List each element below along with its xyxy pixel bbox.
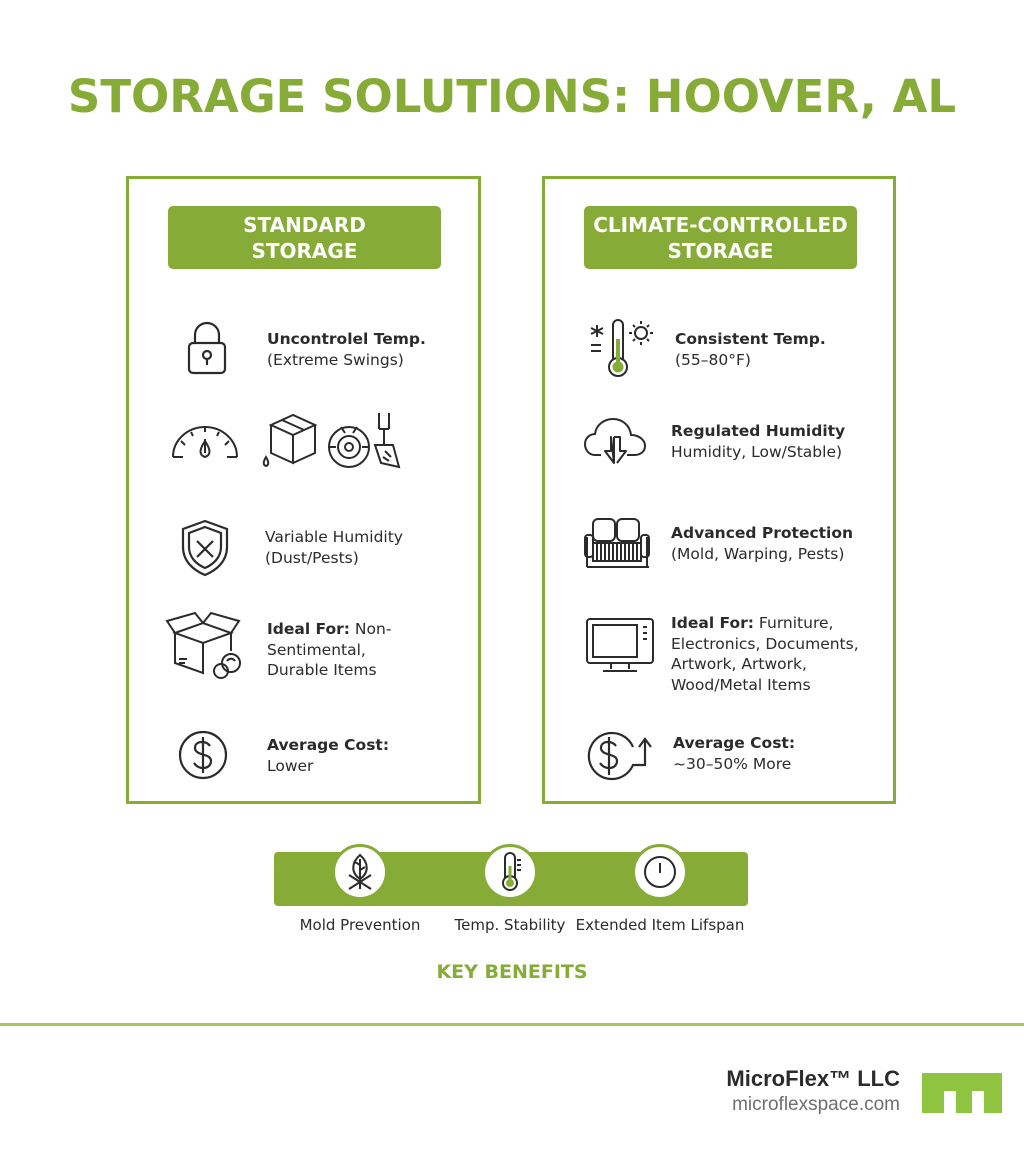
padlock-icon — [177, 317, 247, 383]
item-detail: ~30–50% More — [673, 754, 792, 773]
list-item: Average Cost: ~30–50% More — [583, 727, 795, 793]
clock-icon — [632, 844, 688, 900]
list-item: Ideal For: Non-Sentimental, Durable Item… — [165, 611, 395, 681]
key-benefits-heading: KEY BENEFITS — [436, 961, 588, 983]
list-item: Ideal For: Furniture, Electronics, Docum… — [585, 613, 861, 695]
list-item — [169, 413, 411, 483]
benefit-extended-lifespan: Extended Item Lifspan — [575, 844, 745, 934]
benefit-temp-stability: Temp. Stability — [425, 844, 595, 934]
item-title: Advanced Protection — [671, 524, 854, 542]
brand-name: MicroFlex™ LLC — [726, 1066, 900, 1091]
sofa-icon — [583, 515, 657, 581]
item-title: Ideal For: — [671, 614, 754, 632]
list-item: Uncontrolel Temp. (Extreme Swings) — [177, 317, 426, 383]
item-title: Consistent Temp. — [675, 330, 826, 348]
item-title: Average Cost: — [673, 734, 796, 752]
monitor-icon — [585, 613, 659, 679]
list-item: Regulated Humidity Humidity, Low/Stable) — [583, 415, 845, 481]
brand-url[interactable]: microflexspace.com — [732, 1094, 900, 1115]
climate-storage-heading: CLIMATE-CONTROLLED STORAGE — [584, 206, 857, 269]
item-title: Uncontrolel Temp. — [267, 330, 426, 348]
benefit-label: Mold Prevention — [299, 916, 421, 934]
footer-divider — [0, 1023, 1024, 1026]
items-cluster-icon — [261, 407, 411, 477]
shield-x-icon — [175, 517, 245, 583]
dollar-icon — [177, 727, 247, 793]
benefit-label: Temp. Stability — [454, 916, 566, 934]
dollar-up-icon — [583, 727, 659, 793]
item-detail: Humidity, Low/Stable) — [671, 442, 843, 461]
standard-storage-heading: STANDARD STORAGE — [168, 206, 441, 269]
item-title: Average Cost: — [267, 736, 390, 754]
list-item: Consistent Temp. (55–80°F) — [587, 317, 826, 383]
thermometer-icon — [587, 317, 657, 383]
thermometer-icon — [482, 844, 538, 900]
cloud-download-icon — [583, 415, 657, 481]
gauge-icon — [169, 417, 241, 483]
page-title: STORAGE SOLUTIONS: HOOVER, AL — [67, 70, 957, 123]
climate-storage-card: CLIMATE-CONTROLLED STORAGE Consistent Te… — [542, 176, 896, 804]
item-detail: (Mold, Warping, Pests) — [671, 544, 845, 563]
item-title: Ideal For: — [267, 620, 350, 638]
item-detail: Non-Sentimental, Durable Items — [267, 620, 392, 679]
brand-block: MicroFlex™ LLC microflexspace.com — [726, 1066, 900, 1116]
list-item: Average Cost: Lower — [177, 727, 389, 793]
open-box-icon — [165, 611, 245, 679]
item-detail: (Extreme Swings) — [267, 350, 404, 369]
item-detail: Furniture, Electronics, Documents, Artwo… — [671, 614, 859, 694]
brand-logo-icon — [922, 1073, 1002, 1117]
standard-storage-card: STANDARD STORAGE Uncontrolel Temp. (Extr… — [126, 176, 481, 804]
item-detail: (55–80°F) — [675, 350, 751, 369]
leaf-x-icon — [332, 844, 388, 900]
item-detail: Variable Humidity (Dust/Pests) — [265, 528, 403, 567]
item-title: Regulated Humidity — [671, 422, 846, 440]
benefit-mold-prevention: Mold Prevention — [275, 844, 445, 934]
item-detail: Lower — [267, 756, 314, 775]
benefit-label: Extended Item Lifspan — [575, 916, 745, 934]
list-item: Variable Humidity (Dust/Pests) — [175, 517, 425, 583]
list-item: Advanced Protection (Mold, Warping, Pest… — [583, 515, 853, 581]
